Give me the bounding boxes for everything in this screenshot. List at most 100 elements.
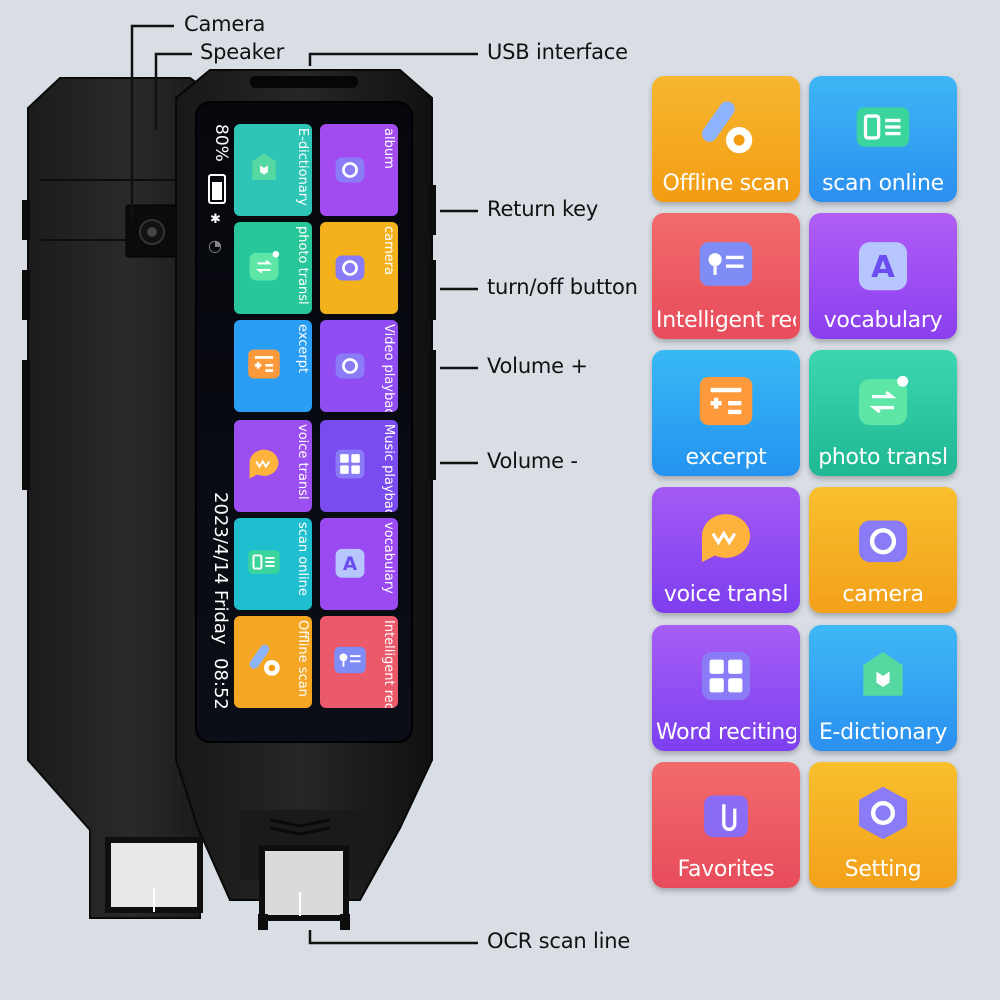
screen-tile-offline-scan[interactable]: Offline scan <box>234 616 312 708</box>
letter-a-icon: A <box>335 548 365 578</box>
camera-icon <box>335 255 365 281</box>
app-tile-label: photo transl <box>818 445 948 470</box>
screen-tile-voice-transl[interactable]: voice transl <box>234 420 312 512</box>
app-tile-label: Word reciting <box>656 720 796 745</box>
app-tile-label: Offline scan <box>662 171 790 196</box>
screen-tile-label: camera <box>381 226 396 276</box>
app-tile-label: Setting <box>844 857 922 882</box>
screen-tile-scan-online[interactable]: scan online <box>234 518 312 610</box>
grid-icon <box>701 651 751 701</box>
app-tile-e-dictionary[interactable]: E-dictionary <box>809 625 957 751</box>
screen-tile-e-dictionary[interactable]: E-dictionary <box>234 124 312 216</box>
app-tile-label: excerpt <box>685 445 767 470</box>
app-tile-label: voice transl <box>663 582 789 607</box>
screen-tile-music-playback[interactable]: Music playback <box>320 420 398 512</box>
camera-icon <box>335 353 365 379</box>
grid-icon <box>335 449 365 479</box>
pen-scan-icon <box>652 88 800 166</box>
voice-card-icon <box>326 636 374 684</box>
screen-tile-label: Video playback <box>381 324 396 412</box>
excerpt-icon <box>699 376 753 426</box>
chat-bubble-icon <box>249 449 279 479</box>
app-tile-excerpt[interactable]: excerpt <box>652 350 800 476</box>
hex-gear-icon <box>809 774 957 852</box>
chat-bubble-icon <box>701 514 751 563</box>
app-tile-word-reciting[interactable]: Word reciting <box>652 625 800 751</box>
svg-text:A: A <box>871 250 895 285</box>
screen-tile-label: album <box>381 128 396 169</box>
app-tile-label: Intelligent rec <box>656 308 796 333</box>
screen-tile-label: E-dictionary <box>295 128 310 206</box>
return-key-callout: Return key <box>487 197 599 221</box>
pen-scan-icon <box>701 101 753 154</box>
power-button-callout: turn/off button <box>487 275 638 299</box>
battery-percent: 80% <box>211 124 231 162</box>
letter-a-icon: A <box>326 538 374 586</box>
excerpt-icon <box>652 362 800 440</box>
photo-translate-icon <box>858 375 909 426</box>
scan-card-icon <box>248 550 280 574</box>
camera-icon <box>326 242 374 290</box>
pen-scan-icon <box>249 644 280 676</box>
screen-tile-label: Intelligent rec <box>381 620 396 708</box>
screen-tile-label: scan online <box>295 522 310 596</box>
voice-card-icon <box>652 225 800 303</box>
scan-card-icon <box>809 88 957 166</box>
app-tile-intelligent-rec[interactable]: Intelligent rec <box>652 213 800 339</box>
folder-clip-icon <box>652 774 800 852</box>
app-tile-favorites[interactable]: Favorites <box>652 762 800 888</box>
app-tile-label: scan online <box>822 171 944 196</box>
grid-icon <box>652 637 800 715</box>
excerpt-icon <box>248 349 280 379</box>
camera-callout: Camera <box>184 12 266 36</box>
usb-callout: USB interface <box>487 40 628 64</box>
book-icon <box>863 651 903 696</box>
book-icon <box>809 637 957 715</box>
app-tile-offline-scan[interactable]: Offline scan <box>652 76 800 202</box>
svg-text:A: A <box>343 554 358 575</box>
screen-tile-photo-transl[interactable]: photo transl <box>234 222 312 314</box>
screen-tile-camera[interactable]: camera <box>320 222 398 314</box>
app-tile-label: Favorites <box>677 857 775 882</box>
screen-tile-label: excerpt <box>295 324 310 374</box>
app-tile-setting[interactable]: Setting <box>809 762 957 888</box>
excerpt-icon <box>240 340 288 388</box>
app-tile-label: camera <box>842 582 924 607</box>
volume-down-callout: Volume - <box>487 449 578 473</box>
screen-tile-label: Music playback <box>381 424 396 512</box>
camera-icon <box>326 144 374 192</box>
screen-tile-excerpt[interactable]: excerpt <box>234 320 312 412</box>
screen-date: 2023/4/14 Friday <box>210 492 231 645</box>
chat-bubble-icon <box>652 499 800 577</box>
app-tile-voice-transl[interactable]: voice transl <box>652 487 800 613</box>
wifi-off-icon: ◔ <box>208 236 222 255</box>
book-icon <box>252 153 276 180</box>
photo-translate-icon <box>249 250 280 281</box>
scan-card-icon <box>856 107 910 147</box>
app-tile-camera[interactable]: camera <box>809 487 957 613</box>
app-tile-label: E-dictionary <box>818 720 948 745</box>
app-tile-photo-transl[interactable]: photo transl <box>809 350 957 476</box>
app-tile-scan-online[interactable]: scan online <box>809 76 957 202</box>
letter-a-icon: A <box>809 225 957 303</box>
photo-translate-icon <box>240 242 288 290</box>
volume-up-callout: Volume + <box>487 354 588 378</box>
pen-scan-icon <box>240 636 288 684</box>
screen-tile-album[interactable]: album <box>320 124 398 216</box>
screen-tile-label: photo transl <box>295 226 310 305</box>
folder-clip-icon <box>704 795 748 838</box>
chat-bubble-icon <box>240 440 288 488</box>
usb-slot <box>250 76 358 88</box>
camera-icon <box>809 499 957 577</box>
camera-icon <box>335 157 365 183</box>
photo-translate-icon <box>809 362 957 440</box>
screen-tile-intelligent-rec[interactable]: Intelligent rec <box>320 616 398 708</box>
letter-a-icon: A <box>858 242 908 291</box>
battery-icon <box>208 174 226 204</box>
scan-card-icon <box>240 538 288 586</box>
screen-tile-video-playback[interactable]: Video playback <box>320 320 398 412</box>
speaker-callout: Speaker <box>200 40 285 64</box>
